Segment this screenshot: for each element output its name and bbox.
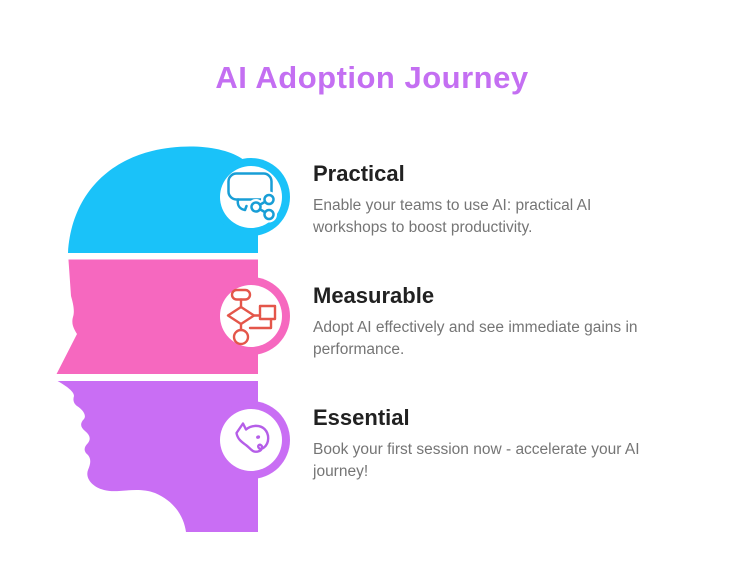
icon-badge-essential (212, 401, 290, 479)
section-essential: Essential Book your first session now - … (313, 405, 669, 483)
section-title: Essential (313, 405, 410, 430)
section-description: Enable your teams to use AI: practical A… (313, 197, 592, 236)
section-description: Book your first session now - accelerate… (313, 441, 640, 480)
section-practical: Practical Enable your teams to use AI: p… (313, 161, 669, 239)
page-title: AI Adoption Journey (215, 60, 529, 95)
elephant-icon (235, 422, 270, 453)
section-title: Measurable (313, 283, 435, 308)
icon-badge-measurable (212, 277, 290, 355)
icon-badge-practical (212, 158, 290, 236)
section-measurable: Measurable Adopt AI effectively and see … (313, 283, 669, 361)
speech-bubble-share-icon (227, 172, 277, 223)
badge-disc (220, 409, 282, 471)
flowchart-icon (226, 288, 277, 346)
section-title: Practical (313, 161, 405, 186)
section-description: Adopt AI effectively and see immediate g… (313, 319, 638, 358)
